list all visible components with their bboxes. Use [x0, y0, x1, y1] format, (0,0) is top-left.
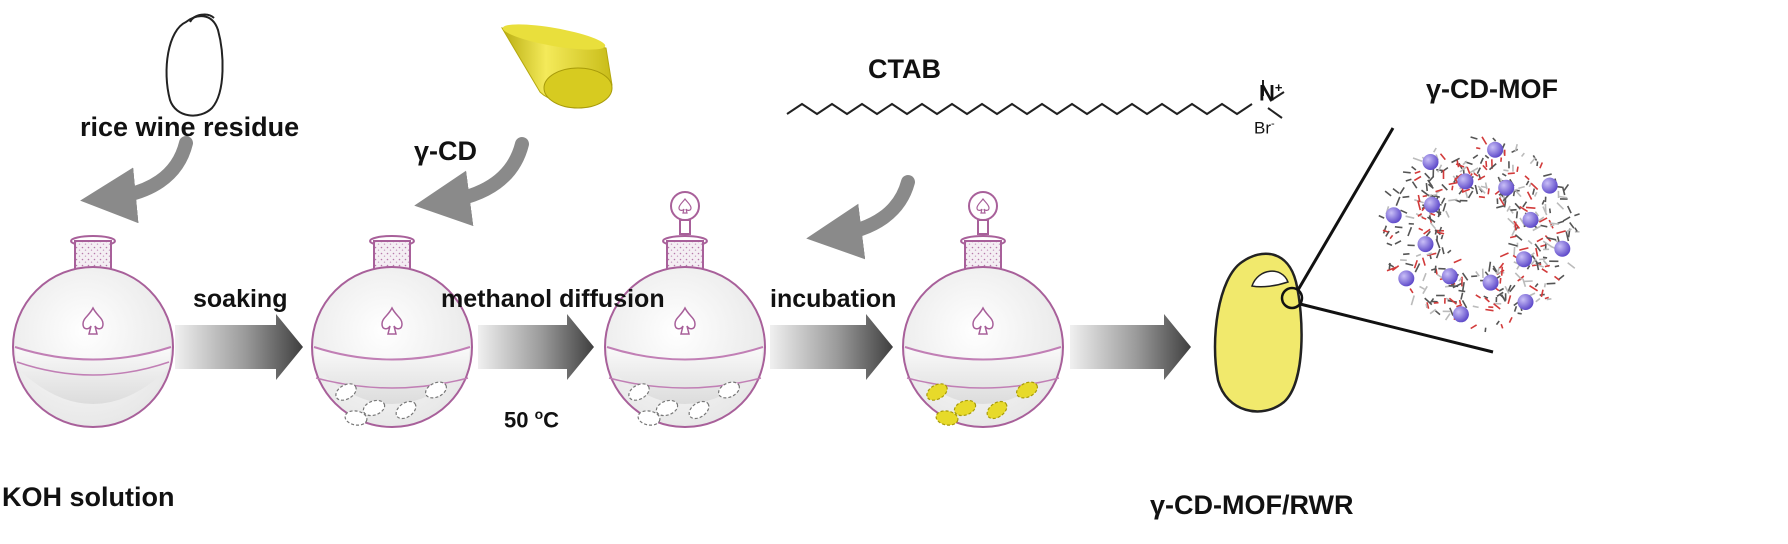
product-label: γ-CD-MOF/RWR	[1150, 490, 1354, 520]
zoom-callout	[1280, 127, 1494, 354]
flask-after-soaking	[311, 235, 473, 428]
ctab-ammonium-label: N+	[1259, 80, 1283, 106]
product-grain-icon	[1213, 252, 1303, 413]
gamma-cd-label: γ-CD	[414, 136, 478, 166]
temperature-label: 50 oC	[504, 406, 560, 433]
rice-wine-residue-label: rice wine residue	[80, 112, 300, 142]
incubation-label: incubation	[770, 285, 897, 313]
arrow-soaking	[175, 314, 303, 380]
flask-methanol-diffusion	[604, 191, 766, 428]
gamma-cd-cone-icon	[501, 24, 613, 109]
koh-solution-label: KOH solution	[2, 482, 175, 512]
curved-arrow-ctab	[806, 175, 915, 260]
methanol-diffusion-label: methanol diffusion	[441, 285, 665, 313]
soaking-label: soaking	[193, 285, 288, 313]
gamma-cd-mof-label: γ-CD-MOF	[1426, 74, 1558, 104]
ctab-label: CTAB	[868, 54, 941, 84]
rice-grain-icon	[165, 13, 224, 117]
arrow-product	[1070, 314, 1191, 380]
flask-koh-solution	[12, 235, 174, 428]
flask-incubation	[902, 191, 1064, 428]
ctab-bromide-label: Br-	[1254, 118, 1275, 138]
curved-arrow-residue	[80, 136, 193, 224]
arrow-methanol-diffusion	[478, 314, 594, 380]
arrow-incubation	[770, 314, 893, 380]
curved-arrow-gamma-cd	[414, 137, 529, 227]
ctab-structure-icon	[786, 80, 1285, 119]
mof-structure-icon	[1378, 136, 1580, 333]
